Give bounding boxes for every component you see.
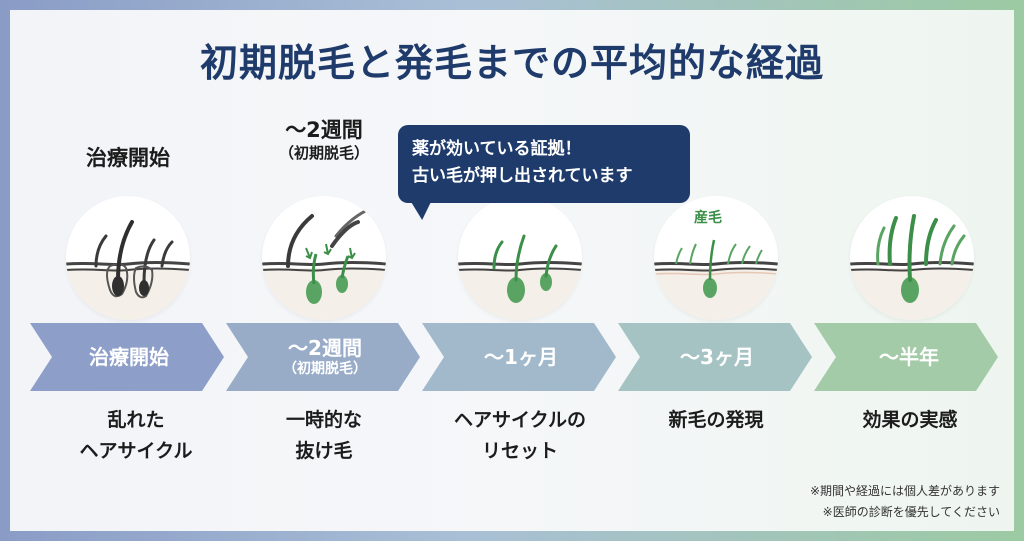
stage-2-desc-line-1: 一時的な	[285, 409, 362, 431]
note-line-1: ※期間や経過には個人差があります	[809, 484, 1000, 498]
timeline-arrows	[30, 323, 998, 391]
arrow-segment-3	[422, 323, 616, 391]
arrow-segment-1	[30, 323, 224, 391]
note-line-2: ※医師の診断を優先してください	[822, 505, 1000, 519]
stage-2-top-label: 〜2週間 （初期脱毛）	[226, 117, 422, 163]
stage-2-description: 一時的な 抜け毛	[226, 405, 422, 467]
arrow-label-4: 〜3ヶ月	[632, 323, 802, 391]
stage-2-top-sub: （初期脱毛）	[278, 144, 369, 162]
stage-2-top-main: 〜2週間	[285, 118, 363, 142]
arrow-label-3: 〜1ヶ月	[436, 323, 606, 391]
bubble-line-1: 薬が効いている証拠！	[412, 139, 582, 159]
stage-1-desc-line-1: 乱れた	[107, 409, 165, 431]
stage-1-desc-line-2: ヘアサイクル	[79, 440, 193, 462]
new-hair-growth-icon	[654, 239, 778, 320]
arrow-5-main: 〜半年	[879, 345, 939, 369]
arrow-label-5: 〜半年	[824, 323, 994, 391]
stage-5-desc-line-1: 効果の実感	[862, 409, 958, 431]
arrow-segment-2	[226, 323, 420, 391]
messy-hair-cycle-icon	[66, 220, 190, 320]
stage-4-description: 新毛の発現	[618, 405, 814, 436]
stage-3-desc-line-2: リセット	[481, 440, 558, 462]
arrow-3-main: 〜1ヶ月	[484, 345, 558, 369]
stage-2-desc-line-2: 抜け毛	[295, 440, 353, 462]
arrow-1-main: 治療開始	[89, 345, 169, 369]
arrow-2-main: 〜2週間	[288, 336, 362, 360]
stage-4-desc-line-1: 新毛の発現	[668, 409, 764, 431]
new-hair-label: 産毛	[694, 210, 722, 226]
arrow-label-2: 〜2週間 （初期脱毛）	[240, 323, 410, 391]
hair-cycle-reset-icon	[458, 234, 582, 320]
stage-5-illustration	[850, 196, 974, 320]
stage-1-description: 乱れた ヘアサイクル	[38, 405, 234, 467]
shedding-hair-icon	[262, 206, 386, 320]
stage-3-desc-line-1: ヘアサイクルの	[453, 409, 587, 431]
arrow-4-main: 〜3ヶ月	[680, 345, 754, 369]
stage-1-top-main: 治療開始	[86, 146, 170, 170]
speech-bubble: 薬が効いている証拠！ 古い毛が押し出されています	[398, 125, 690, 203]
stage-3-description: ヘアサイクルの リセット	[422, 405, 618, 467]
bubble-line-2: 古い毛が押し出されています	[412, 166, 633, 186]
arrow-segment-4	[618, 323, 812, 391]
stage-1-illustration	[66, 196, 190, 320]
arrow-label-1: 治療開始	[44, 323, 214, 391]
arrow-2-sub: （初期脱毛）	[283, 361, 367, 377]
stage-5-description: 効果の実感	[812, 405, 1008, 436]
stage-2-illustration	[262, 196, 386, 320]
stage-4-illustration	[654, 196, 778, 320]
stage-1-top-label: 治療開始	[30, 145, 226, 171]
speech-bubble-tail	[409, 200, 437, 220]
arrow-segment-5	[814, 323, 998, 391]
stage-3-illustration	[458, 196, 582, 320]
thick-hair-icon	[850, 214, 974, 320]
disclaimer-notes: ※期間や経過には個人差があります ※医師の診断を優先してください	[810, 481, 1000, 523]
page-title: 初期脱毛と発毛までの平均的な経過	[199, 41, 824, 85]
